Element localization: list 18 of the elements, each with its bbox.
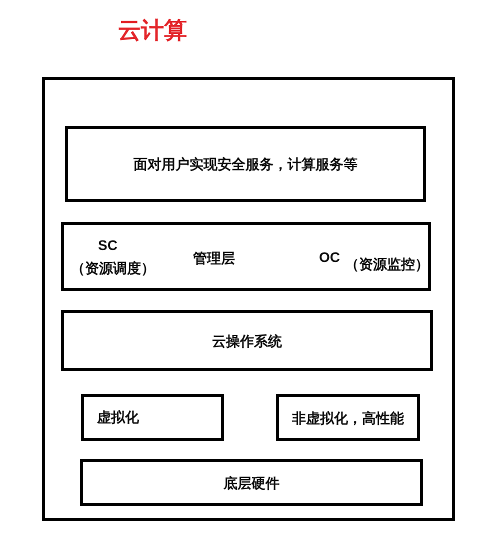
layer-box [61, 222, 431, 291]
layer-label: 虚拟化 [97, 408, 139, 426]
layer-label: 非虚拟化，高性能 [292, 408, 404, 426]
layer-label: 底层硬件 [224, 474, 280, 492]
layer-label: 云操作系统 [212, 332, 282, 350]
layer-box [80, 459, 423, 506]
layer-label: 管理层 [193, 249, 235, 267]
diagram-title: 云计算 [118, 16, 187, 44]
layer-label: OC [319, 248, 340, 266]
layer-box [61, 310, 433, 371]
layer-box [81, 394, 224, 441]
layer-label: SC [98, 236, 118, 254]
layer-box [65, 126, 426, 202]
layer-box [276, 394, 420, 441]
layer-label: （资源监控） [345, 255, 429, 273]
layer-label: （资源调度） [71, 259, 155, 277]
outer-frame [42, 77, 455, 521]
layer-label: 面对用户实现安全服务，计算服务等 [134, 155, 358, 173]
